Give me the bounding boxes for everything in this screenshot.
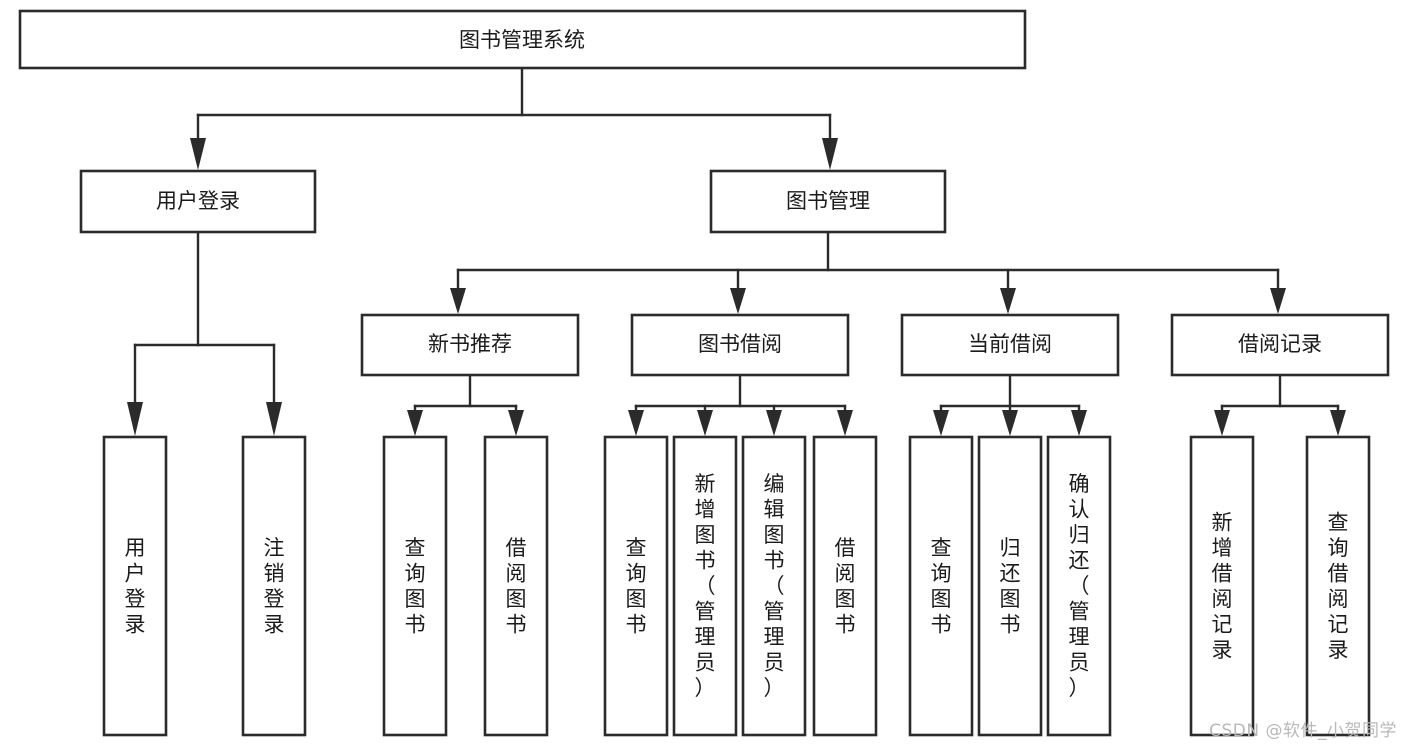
node-user-login-label: 用户登录 [156, 189, 240, 213]
node-leaf-edit-book-admin-box[interactable] [741, 435, 807, 737]
node-book-borrow-label: 图书借阅 [698, 332, 782, 356]
arrow-head-leaf-6 [697, 410, 713, 436]
node-current-borrow-label: 当前借阅 [968, 332, 1052, 356]
node-leaf-user-login-box[interactable] [102, 435, 168, 737]
node-leaf-add-book-admin-label: 新增图书（管理员） [695, 472, 716, 700]
connector-group-book-borrow [628, 373, 853, 436]
arrow-head-leaf-8 [837, 410, 853, 436]
node-new-book-recommend-label: 新书推荐 [428, 332, 512, 356]
arrow-head-leaf-5 [628, 410, 644, 436]
node-root[interactable]: 图书管理系统 [18, 9, 1027, 70]
node-leaf-logout-label: 注销登录 [264, 536, 285, 637]
node-borrow-record-label: 借阅记录 [1238, 332, 1322, 356]
node-leaf-edit-book-admin-label: 编辑图书（管理员） [764, 472, 785, 700]
arrow-head-leaf-13 [1330, 410, 1346, 436]
arrow-head-leaf-4 [508, 410, 524, 436]
node-leaf-query-book-2[interactable]: 查询图书 [603, 435, 669, 737]
node-leaf-logout-box[interactable] [241, 435, 307, 737]
node-new-book-recommend-box[interactable] [360, 313, 580, 377]
node-leaf-add-borrow-record-label: 新增借阅记录 [1212, 510, 1233, 662]
node-leaf-add-borrow-record-box[interactable] [1189, 435, 1255, 737]
node-leaf-confirm-return-admin[interactable]: 确认归还（管理员） [1046, 435, 1112, 737]
node-book-management-label: 图书管理 [786, 189, 870, 213]
node-borrow-record-box[interactable] [1170, 313, 1390, 377]
node-leaf-logout[interactable]: 注销登录 [241, 435, 307, 737]
node-root-label: 图书管理系统 [459, 28, 585, 52]
node-current-borrow-box[interactable] [900, 313, 1120, 377]
node-borrow-record[interactable]: 借阅记录 [1170, 313, 1390, 377]
node-leaf-query-borrow-record-box[interactable] [1305, 435, 1371, 737]
node-leaf-edit-book-admin[interactable]: 编辑图书（管理员） [741, 435, 807, 737]
node-leaf-add-book-admin-box[interactable] [672, 435, 738, 737]
node-current-borrow[interactable]: 当前借阅 [900, 313, 1120, 377]
node-leaf-query-book-2-label: 查询图书 [626, 536, 647, 637]
connector-group-new-book [407, 373, 524, 436]
arrow-head-l2-2 [822, 138, 838, 170]
node-leaf-borrow-book-2[interactable]: 借阅图书 [812, 435, 878, 737]
arrow-head-leaf-10 [1002, 410, 1018, 436]
node-leaf-return-book-label: 归还图书 [1000, 536, 1021, 637]
node-leaf-borrow-book-1[interactable]: 借阅图书 [483, 435, 549, 737]
node-leaf-query-borrow-record-label: 查询借阅记录 [1328, 510, 1349, 662]
connector-group-current-borrow [933, 373, 1087, 436]
arrow-head-l3-4 [1270, 288, 1286, 314]
node-leaf-borrow-book-1-label: 借阅图书 [506, 536, 527, 637]
node-new-book-recommend[interactable]: 新书推荐 [360, 313, 580, 377]
node-leaf-query-book-1-label: 查询图书 [405, 536, 426, 637]
connector-group-borrow-record [1214, 373, 1346, 436]
arrow-head-leaf-2 [266, 402, 282, 436]
connector-group-root [190, 66, 838, 170]
node-book-borrow[interactable]: 图书借阅 [630, 313, 850, 377]
node-book-management-box[interactable] [709, 169, 947, 234]
node-user-login-box[interactable] [79, 169, 317, 234]
node-leaf-query-book-2-box[interactable] [603, 435, 669, 737]
arrow-head-leaf-7 [766, 410, 782, 436]
node-book-borrow-box[interactable] [630, 313, 850, 377]
arrow-head-l3-2 [730, 288, 746, 314]
connector-group-book-mgmt [450, 230, 1286, 314]
arrow-head-leaf-1 [127, 402, 143, 436]
node-root-box[interactable] [18, 9, 1027, 70]
node-leaf-borrow-book-2-box[interactable] [812, 435, 878, 737]
connector-group-user-login [127, 230, 282, 436]
node-leaf-borrow-book-1-box[interactable] [483, 435, 549, 737]
node-leaf-user-login-label: 用户登录 [125, 536, 146, 637]
node-leaf-query-book-3-label: 查询图书 [931, 536, 952, 637]
node-leaf-return-book[interactable]: 归还图书 [977, 435, 1043, 737]
node-leaf-query-book-1-box[interactable] [382, 435, 448, 737]
node-leaf-add-book-admin[interactable]: 新增图书（管理员） [672, 435, 738, 737]
arrow-head-leaf-11 [1071, 410, 1087, 436]
node-leaf-query-book-3[interactable]: 查询图书 [908, 435, 974, 737]
node-leaf-query-book-1[interactable]: 查询图书 [382, 435, 448, 737]
arrow-head-l3-3 [1000, 288, 1016, 314]
node-user-login[interactable]: 用户登录 [79, 169, 317, 234]
node-leaf-return-book-box[interactable] [977, 435, 1043, 737]
arrow-head-leaf-12 [1214, 410, 1230, 436]
arrow-head-l3-1 [450, 288, 466, 314]
node-book-management[interactable]: 图书管理 [709, 169, 947, 234]
node-leaf-confirm-return-admin-label: 确认归还（管理员） [1069, 472, 1090, 700]
node-leaf-add-borrow-record[interactable]: 新增借阅记录 [1189, 435, 1255, 737]
arrow-head-l2-1 [190, 138, 206, 170]
node-leaf-user-login[interactable]: 用户登录 [102, 435, 168, 737]
node-leaf-query-borrow-record[interactable]: 查询借阅记录 [1305, 435, 1371, 737]
node-leaf-confirm-return-admin-box[interactable] [1046, 435, 1112, 737]
node-leaf-query-book-3-box[interactable] [908, 435, 974, 737]
node-leaf-borrow-book-2-label: 借阅图书 [835, 536, 856, 637]
arrow-head-leaf-9 [933, 410, 949, 436]
arrow-head-leaf-3 [407, 410, 423, 436]
